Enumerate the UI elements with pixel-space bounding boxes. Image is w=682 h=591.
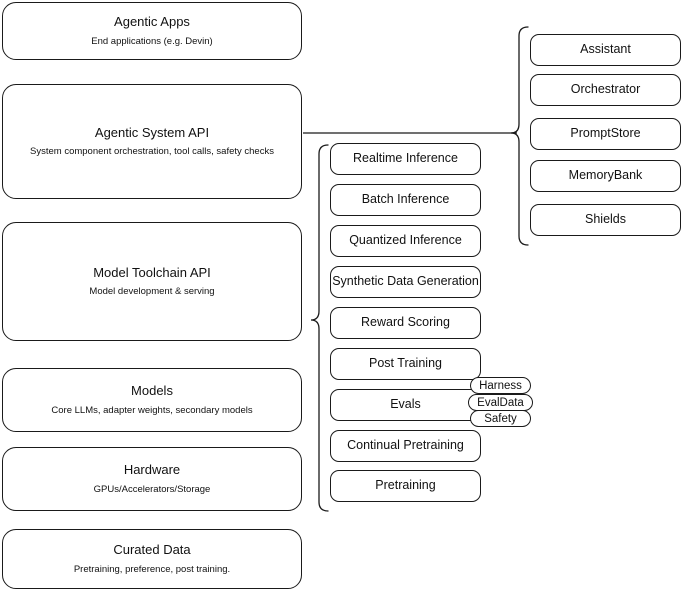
system-component-label: Orchestrator	[570, 82, 641, 97]
eval-badge-label: Safety	[484, 412, 517, 425]
capability-continual-pretraining[interactable]: Continual Pretraining	[330, 430, 481, 462]
eval-badge-safety[interactable]: Safety	[470, 410, 531, 427]
capability-label: Synthetic Data Generation	[332, 274, 479, 289]
layer-subtitle: GPUs/Accelerators/Storage	[93, 483, 211, 495]
capability-pretraining[interactable]: Pretraining	[330, 470, 481, 502]
layer-card-agentic-apps[interactable]: Agentic Apps End applications (e.g. Devi…	[2, 2, 302, 60]
capability-label: Post Training	[369, 356, 442, 371]
layer-title: Curated Data	[113, 542, 191, 558]
system-component-orchestrator[interactable]: Orchestrator	[530, 74, 681, 106]
toolchain-capabilities-brace	[310, 144, 329, 512]
capability-reward-scoring[interactable]: Reward Scoring	[330, 307, 481, 339]
system-component-shields[interactable]: Shields	[530, 204, 681, 236]
eval-badge-harness[interactable]: Harness	[470, 377, 531, 394]
capability-synthetic-data-generation[interactable]: Synthetic Data Generation	[330, 266, 481, 298]
capability-quantized-inference[interactable]: Quantized Inference	[330, 225, 481, 257]
capability-label: Batch Inference	[361, 192, 450, 207]
layer-card-model-toolchain-api[interactable]: Model Toolchain API Model development & …	[2, 222, 302, 341]
layer-subtitle: System component orchestration, tool cal…	[30, 146, 274, 158]
capability-label: Quantized Inference	[349, 233, 462, 248]
layer-subtitle: Model development & serving	[89, 286, 215, 298]
capability-realtime-inference[interactable]: Realtime Inference	[330, 143, 481, 175]
layer-title: Agentic System API	[94, 124, 210, 140]
capability-label: Realtime Inference	[353, 151, 458, 166]
system-component-assistant[interactable]: Assistant	[530, 34, 681, 66]
layer-card-curated-data[interactable]: Curated Data Pretraining, preference, po…	[2, 529, 302, 589]
system-component-label: MemoryBank	[568, 168, 643, 183]
layer-title: Agentic Apps	[114, 14, 190, 30]
capability-post-training[interactable]: Post Training	[330, 348, 481, 380]
system-component-label: Shields	[585, 212, 626, 227]
system-components-brace	[510, 26, 529, 246]
layer-subtitle: Core LLMs, adapter weights, secondary mo…	[51, 404, 253, 416]
system-component-label: PromptStore	[570, 126, 641, 141]
layer-card-hardware[interactable]: Hardware GPUs/Accelerators/Storage	[2, 447, 302, 511]
layer-card-models[interactable]: Models Core LLMs, adapter weights, secon…	[2, 368, 302, 432]
eval-badge-label: EvalData	[477, 396, 524, 409]
capability-label: Reward Scoring	[361, 315, 450, 330]
system-component-label: Assistant	[580, 42, 631, 57]
capability-evals[interactable]: Evals	[330, 389, 481, 421]
layer-subtitle: End applications (e.g. Devin)	[91, 35, 213, 47]
layer-subtitle: Pretraining, preference, post training.	[73, 563, 231, 575]
eval-badge-label: Harness	[479, 379, 522, 392]
layer-card-agentic-system-api[interactable]: Agentic System API System component orch…	[2, 84, 302, 199]
layer-title: Models	[131, 383, 173, 399]
layer-title: Model Toolchain API	[93, 264, 211, 280]
capability-label: Continual Pretraining	[347, 438, 464, 453]
layer-title: Hardware	[123, 462, 181, 478]
capability-label: Pretraining	[375, 478, 436, 493]
eval-badge-evaldata[interactable]: EvalData	[468, 394, 533, 411]
system-component-promptstore[interactable]: PromptStore	[530, 118, 681, 150]
capability-batch-inference[interactable]: Batch Inference	[330, 184, 481, 216]
capability-label: Evals	[390, 397, 421, 412]
system-component-memorybank[interactable]: MemoryBank	[530, 160, 681, 192]
